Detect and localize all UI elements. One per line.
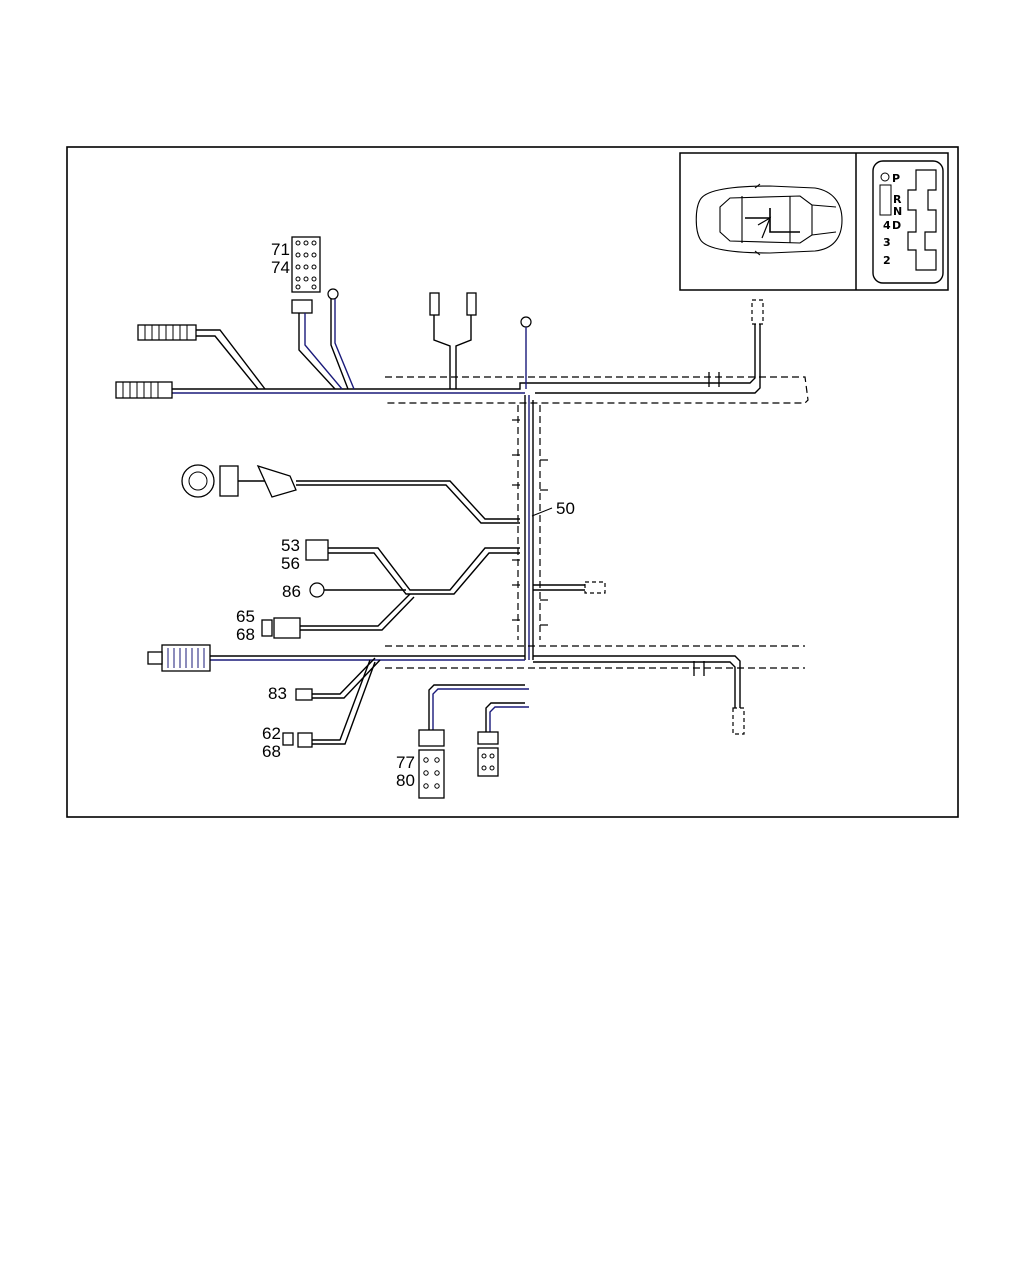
gear-selector-plate: P R N 4 D 3 2 <box>872 160 944 284</box>
callout-77: 77 <box>396 753 415 772</box>
gear-4-label: 4 <box>883 219 891 232</box>
callout-56: 56 <box>281 554 300 573</box>
callout-65: 65 <box>236 607 255 626</box>
gear-2-label: 2 <box>883 254 891 267</box>
callout-71: 71 <box>271 240 290 259</box>
callout-68-b: 68 <box>262 742 281 761</box>
round-connector <box>181 464 215 498</box>
car-top-view-icon <box>695 183 843 256</box>
gear-3-label: 3 <box>883 236 891 249</box>
middle-branches <box>147 464 606 672</box>
gear-r-label: R <box>893 193 902 206</box>
callout-68-a: 68 <box>236 625 255 644</box>
diagram-border <box>66 146 959 818</box>
gear-p-label: P <box>892 172 900 185</box>
connector-77-80-face <box>418 749 445 799</box>
lower-branches <box>282 657 745 799</box>
callout-62: 62 <box>262 724 281 743</box>
callout-74: 74 <box>271 258 290 277</box>
callout-labels: 71 74 50 53 56 86 65 68 83 62 68 77 80 <box>236 240 575 790</box>
callout-53: 53 <box>281 536 300 555</box>
callout-50: 50 <box>556 499 575 518</box>
callout-80: 80 <box>396 771 415 790</box>
vehicle-locator-inset: P R N 4 D 3 2 <box>679 152 949 291</box>
gear-d-label: D <box>892 219 901 232</box>
main-harness <box>172 322 809 710</box>
callout-86: 86 <box>282 582 301 601</box>
upper-branches <box>115 236 764 399</box>
gear-n-label: N <box>893 205 902 218</box>
callout-83: 83 <box>268 684 287 703</box>
